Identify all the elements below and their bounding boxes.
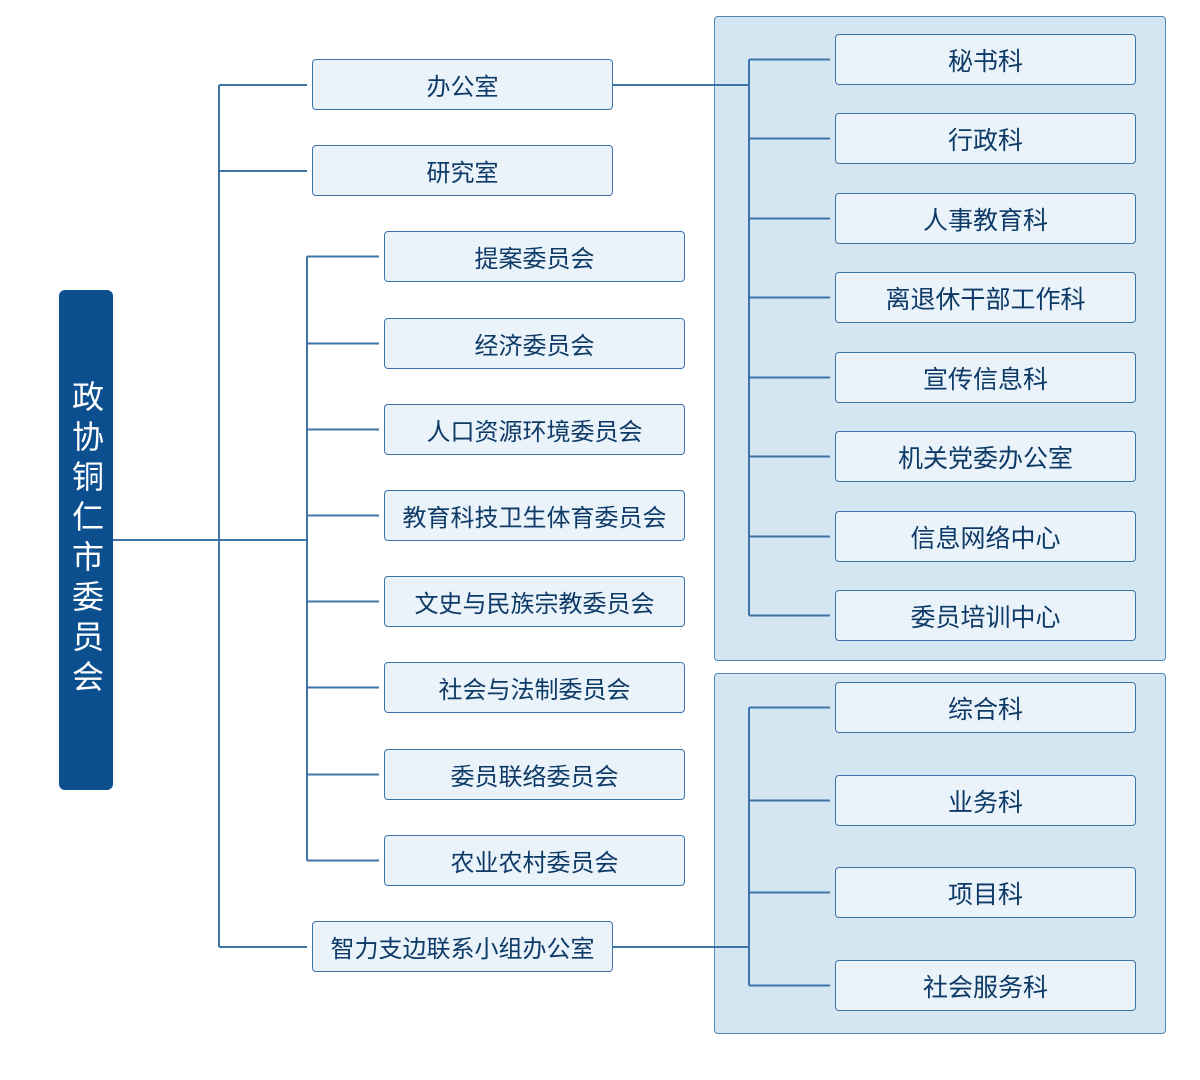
- root-node: 政协铜仁市委员会: [59, 290, 113, 790]
- committee-node-2: 人口资源环境委员会: [384, 404, 685, 455]
- zhili-section-node-3: 社会服务科: [835, 960, 1136, 1011]
- root-label: 政协铜仁市委员会: [67, 380, 105, 700]
- committee-node-4: 文史与民族宗教委员会: [384, 576, 685, 627]
- zhili-section-node-1: 业务科: [835, 775, 1136, 826]
- section-node-3: 离退休干部工作科: [835, 272, 1136, 323]
- committee-node-5: 社会与法制委员会: [384, 662, 685, 713]
- section-node-2: 人事教育科: [835, 193, 1136, 244]
- section-node-0: 秘书科: [835, 34, 1136, 85]
- office-node-yanjiushi: 研究室: [312, 145, 613, 196]
- section-node-4: 宣传信息科: [835, 352, 1136, 403]
- section-node-5: 机关党委办公室: [835, 431, 1136, 482]
- zhili-section-node-2: 项目科: [835, 867, 1136, 918]
- zhili-section-node-0: 综合科: [835, 682, 1136, 733]
- committee-node-1: 经济委员会: [384, 318, 685, 369]
- committee-node-6: 委员联络委员会: [384, 749, 685, 800]
- office-node-bangongshi: 办公室: [312, 59, 613, 110]
- committee-node-0: 提案委员会: [384, 231, 685, 282]
- committee-node-7: 农业农村委员会: [384, 835, 685, 886]
- office-node-zhili: 智力支边联系小组办公室: [312, 921, 613, 972]
- section-node-6: 信息网络中心: [835, 511, 1136, 562]
- section-node-7: 委员培训中心: [835, 590, 1136, 641]
- section-node-1: 行政科: [835, 113, 1136, 164]
- committee-node-3: 教育科技卫生体育委员会: [384, 490, 685, 541]
